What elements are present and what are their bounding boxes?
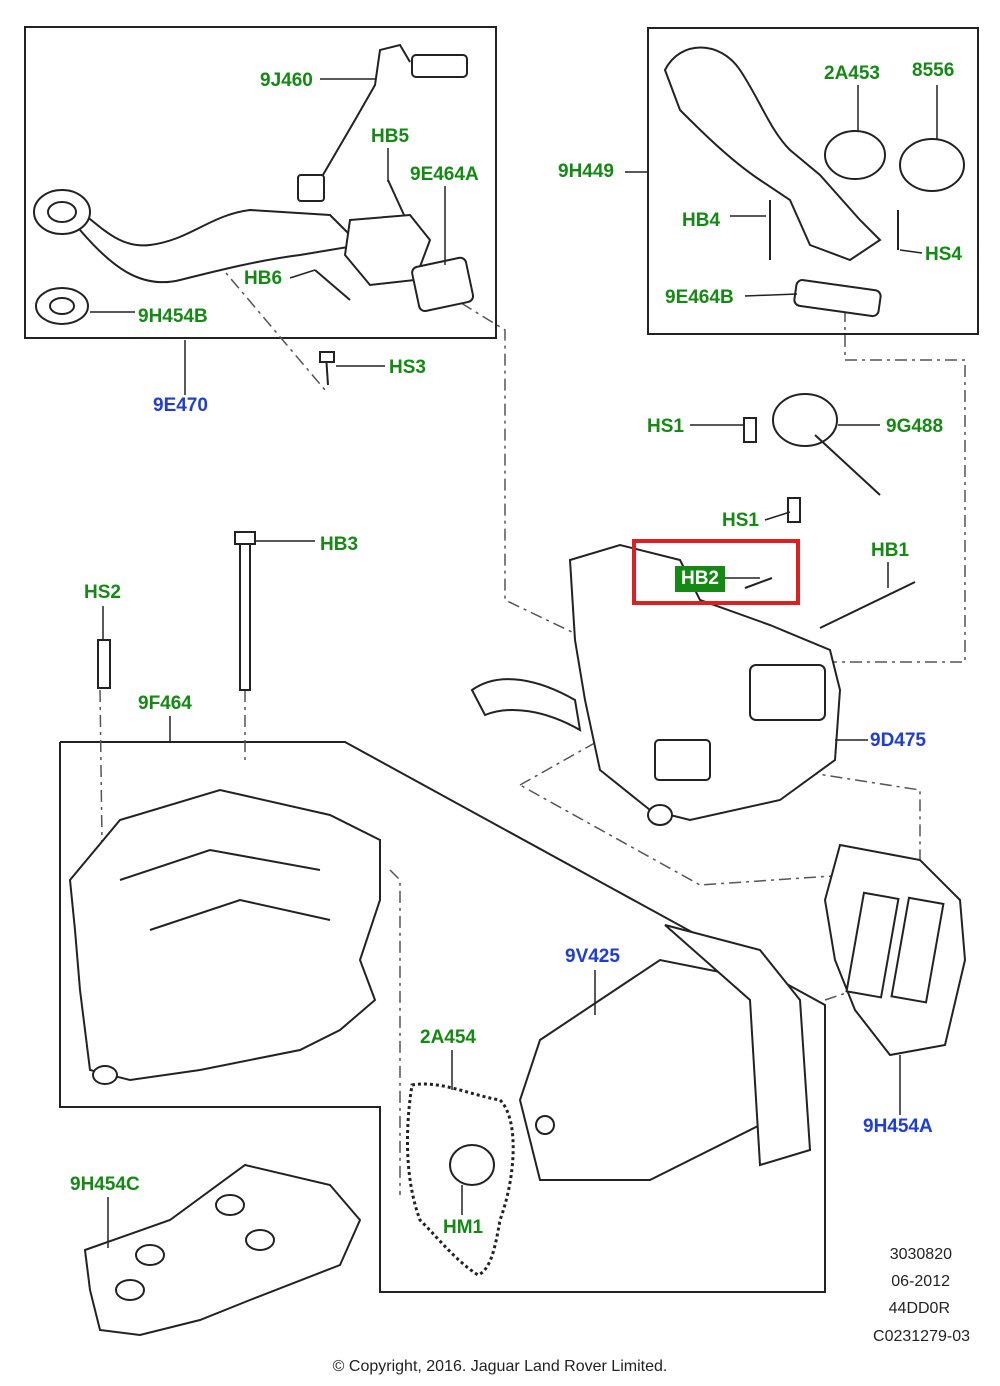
label-9j460: 9J460 <box>260 70 313 91</box>
coolant-hose <box>663 46 882 262</box>
gasket-9h454c-hole-3 <box>245 1229 275 1251</box>
sensor-connector <box>411 54 468 78</box>
leader-dash-2 <box>800 310 966 663</box>
gasket-9e464b <box>793 279 882 318</box>
egr-cooler-port <box>535 1115 555 1135</box>
seal-2a454 <box>405 1082 515 1277</box>
coolant-pipe-inset-box <box>647 27 979 335</box>
label-9f464: 9F464 <box>138 693 192 714</box>
label-hb4: HB4 <box>682 210 721 231</box>
cooler-housing-port <box>92 1065 118 1085</box>
exhaust-pipe-body <box>57 198 363 284</box>
label-hb6: HB6 <box>244 268 283 289</box>
egr-actuator-9g488 <box>772 393 838 447</box>
gasket-9h454a-window-1 <box>845 891 900 999</box>
sensor-cable <box>319 43 411 181</box>
egr-cooler-plug-hm1 <box>449 1144 495 1186</box>
label-9e464a: 9E464A <box>410 164 479 185</box>
leader-hs1b <box>764 511 791 521</box>
label-hs1-mid: HS1 <box>722 510 759 531</box>
egr-module-outlet-pipe <box>470 678 582 732</box>
label-9e464b: 9E464B <box>665 287 734 308</box>
bolt-hs1-top <box>743 417 757 443</box>
label-9h454c: 9H454C <box>70 1174 140 1195</box>
leader-9e464b <box>744 293 798 297</box>
gasket-9h454c-hole-1 <box>135 1244 165 1266</box>
gasket-9h454a <box>823 843 967 1057</box>
leader-dash-6 <box>519 739 921 886</box>
ref-line-3: 44DD0R <box>888 1300 950 1317</box>
label-hb2-highlighted[interactable]: HB2 <box>675 566 725 592</box>
cooler-housing-9f464 <box>68 788 381 1082</box>
label-9v425: 9V425 <box>565 946 620 967</box>
label-hs3: HS3 <box>389 357 426 378</box>
cooler-housing-rib-2 <box>149 898 331 931</box>
bolt-hs2 <box>97 639 111 689</box>
bolt-hs3-head <box>319 351 335 363</box>
egr-actuator-rod <box>814 434 881 496</box>
bolt-hb3 <box>239 539 251 691</box>
gasket-9h454b-hole <box>49 297 75 315</box>
leader-dash-1 <box>439 289 621 656</box>
label-9e470: 9E470 <box>153 395 208 416</box>
cooler-housing-rib-1 <box>119 848 321 881</box>
label-hb5: HB5 <box>371 126 410 147</box>
bolt-hb2 <box>744 577 773 589</box>
egr-module-flange <box>749 664 826 721</box>
leader-hb6 <box>289 269 316 279</box>
gasket-9h454a-window-2 <box>890 896 945 1004</box>
egr-cooler-9v425 <box>518 958 772 1181</box>
bolt-hb5 <box>387 179 405 216</box>
bolt-hs1-mid <box>787 497 801 523</box>
bolt-hb6 <box>314 269 351 301</box>
label-2a454: 2A454 <box>420 1027 476 1048</box>
sensor-body <box>297 174 325 202</box>
bolt-hb3-head <box>234 531 256 545</box>
bolt-hb1 <box>819 581 916 629</box>
label-8556: 8556 <box>912 60 955 81</box>
label-hs2: HS2 <box>84 582 121 603</box>
label-hb1: HB1 <box>871 540 910 561</box>
coolant-clamp-8556 <box>899 138 965 192</box>
exhaust-pipe-inset-box <box>24 26 497 339</box>
gasket-9h454c-hole-2 <box>215 1194 245 1216</box>
ref-line-1: 3030820 <box>889 1246 952 1263</box>
gasket-9h454c-hole-4 <box>115 1279 145 1301</box>
gasket-9h454c <box>83 1163 362 1337</box>
egr-module-port <box>647 804 673 826</box>
label-9d475: 9D475 <box>870 730 926 751</box>
label-9h449: 9H449 <box>558 161 614 182</box>
label-2a453: 2A453 <box>824 63 880 84</box>
ref-line-2: 06-2012 <box>891 1273 950 1290</box>
label-hb3: HB3 <box>320 534 359 555</box>
egr-module-connector <box>654 739 711 781</box>
label-hs4: HS4 <box>925 244 962 265</box>
label-hs1-top: HS1 <box>647 416 684 437</box>
label-9h454b: 9H454B <box>138 306 208 327</box>
pipe-flange-left-hole <box>47 201 77 223</box>
label-9h454a: 9H454A <box>863 1116 933 1137</box>
leader-dash-7 <box>389 869 401 1195</box>
leader-dash-3 <box>214 259 326 391</box>
label-9g488: 9G488 <box>886 416 944 437</box>
label-hm1: HM1 <box>443 1217 484 1238</box>
highlight-box-hb2 <box>632 539 800 605</box>
coolant-clip-2a453 <box>824 130 886 180</box>
ref-line-4: C0231279-03 <box>873 1328 970 1345</box>
cooler-assembly-box <box>59 741 826 1293</box>
egr-cooler-flange <box>664 924 812 1167</box>
gasket-9e464a <box>411 256 475 312</box>
leader-hs4 <box>899 249 923 254</box>
copyright-notice: © Copyright, 2016. Jaguar Land Rover Lim… <box>332 1358 668 1375</box>
